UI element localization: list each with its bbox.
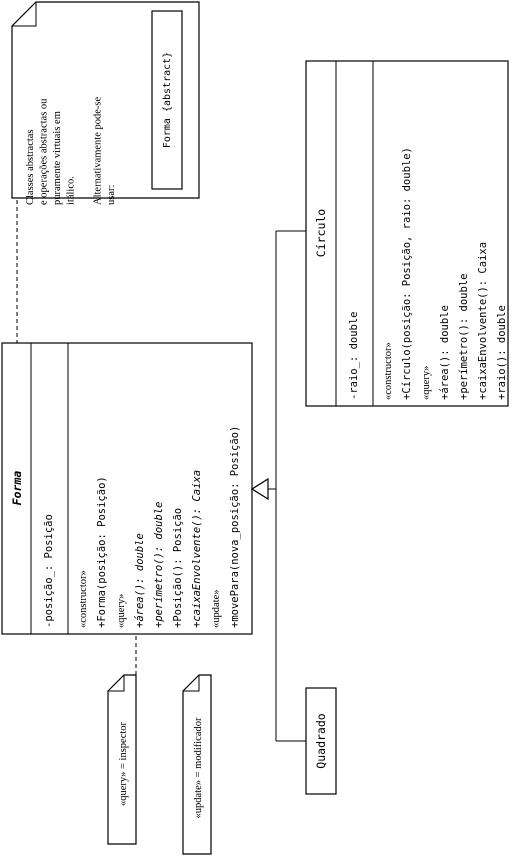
class-circulo-attribute: -raio_: double bbox=[348, 311, 360, 400]
class-forma-operation: +Posição(): Posição bbox=[172, 508, 184, 628]
note-abstract-line: e operações abstractas ou bbox=[39, 98, 50, 205]
class-circulo-operation: «query» bbox=[421, 366, 432, 400]
note-query: «query» = inspector bbox=[107, 674, 137, 845]
class-circulo-operation: «constructor» bbox=[383, 342, 394, 400]
class-forma-operation: +caixaEnvolvente(): Caixa bbox=[191, 470, 203, 628]
class-circulo-operation: +caixaEnvolvente(): Caixa bbox=[477, 242, 489, 400]
class-forma-operation: «query» bbox=[116, 594, 127, 628]
class-forma-operation: +área(): double bbox=[134, 533, 146, 628]
note-abstract-line: Classes abstractas bbox=[25, 129, 36, 205]
class-forma: Forma -posição_: Posição «constructor» +… bbox=[1, 342, 253, 635]
class-forma-attribute: -posição_: Posição bbox=[43, 514, 55, 628]
class-forma-operation: «constructor» bbox=[78, 570, 89, 628]
note-abstract-line: Alternativamente pode-se bbox=[93, 96, 104, 205]
generalization-connector bbox=[250, 230, 306, 742]
class-forma-operation: +Forma(posição: Posição) bbox=[96, 476, 108, 628]
class-quadrado: Quadrado bbox=[305, 687, 337, 795]
note-abstract-line: puramente virtuais em bbox=[52, 111, 63, 205]
class-circulo-operation: +perímetro(): double bbox=[458, 274, 470, 400]
class-circulo-operation: +área(): double bbox=[439, 305, 451, 400]
note-update: «update» = modificador bbox=[182, 674, 212, 855]
note-abstract-inner-box bbox=[151, 10, 183, 190]
class-circulo-operation: +Círculo(posição: Posição, raio: double) bbox=[401, 147, 413, 400]
inheritance-arrowhead bbox=[250, 477, 269, 501]
note-abstract-line: itálico. bbox=[66, 176, 77, 205]
class-circulo: Círculo -raio_: double «constructor» +Cí… bbox=[305, 60, 509, 407]
note-query-text: «query» = inspector bbox=[118, 721, 129, 806]
class-quadrado-name: Quadrado bbox=[314, 713, 328, 768]
class-forma-name: Forma bbox=[10, 471, 24, 506]
note-update-text: «update» = modificador bbox=[193, 717, 204, 818]
class-circulo-name: Círculo bbox=[314, 209, 328, 258]
note-abstract-inner-label: Forma {abstract} bbox=[162, 52, 173, 148]
note-abstract: Classes abstractas e operações abstracta… bbox=[11, 1, 200, 205]
note-abstract-line: usar: bbox=[106, 185, 117, 205]
class-forma-operation: +perímetro(): double bbox=[153, 502, 165, 628]
class-forma-operation: «update» bbox=[211, 590, 222, 629]
class-circulo-operation: +raio(): double bbox=[496, 305, 508, 400]
class-forma-operation: +movePara(nova_posição: Posição) bbox=[229, 426, 241, 628]
